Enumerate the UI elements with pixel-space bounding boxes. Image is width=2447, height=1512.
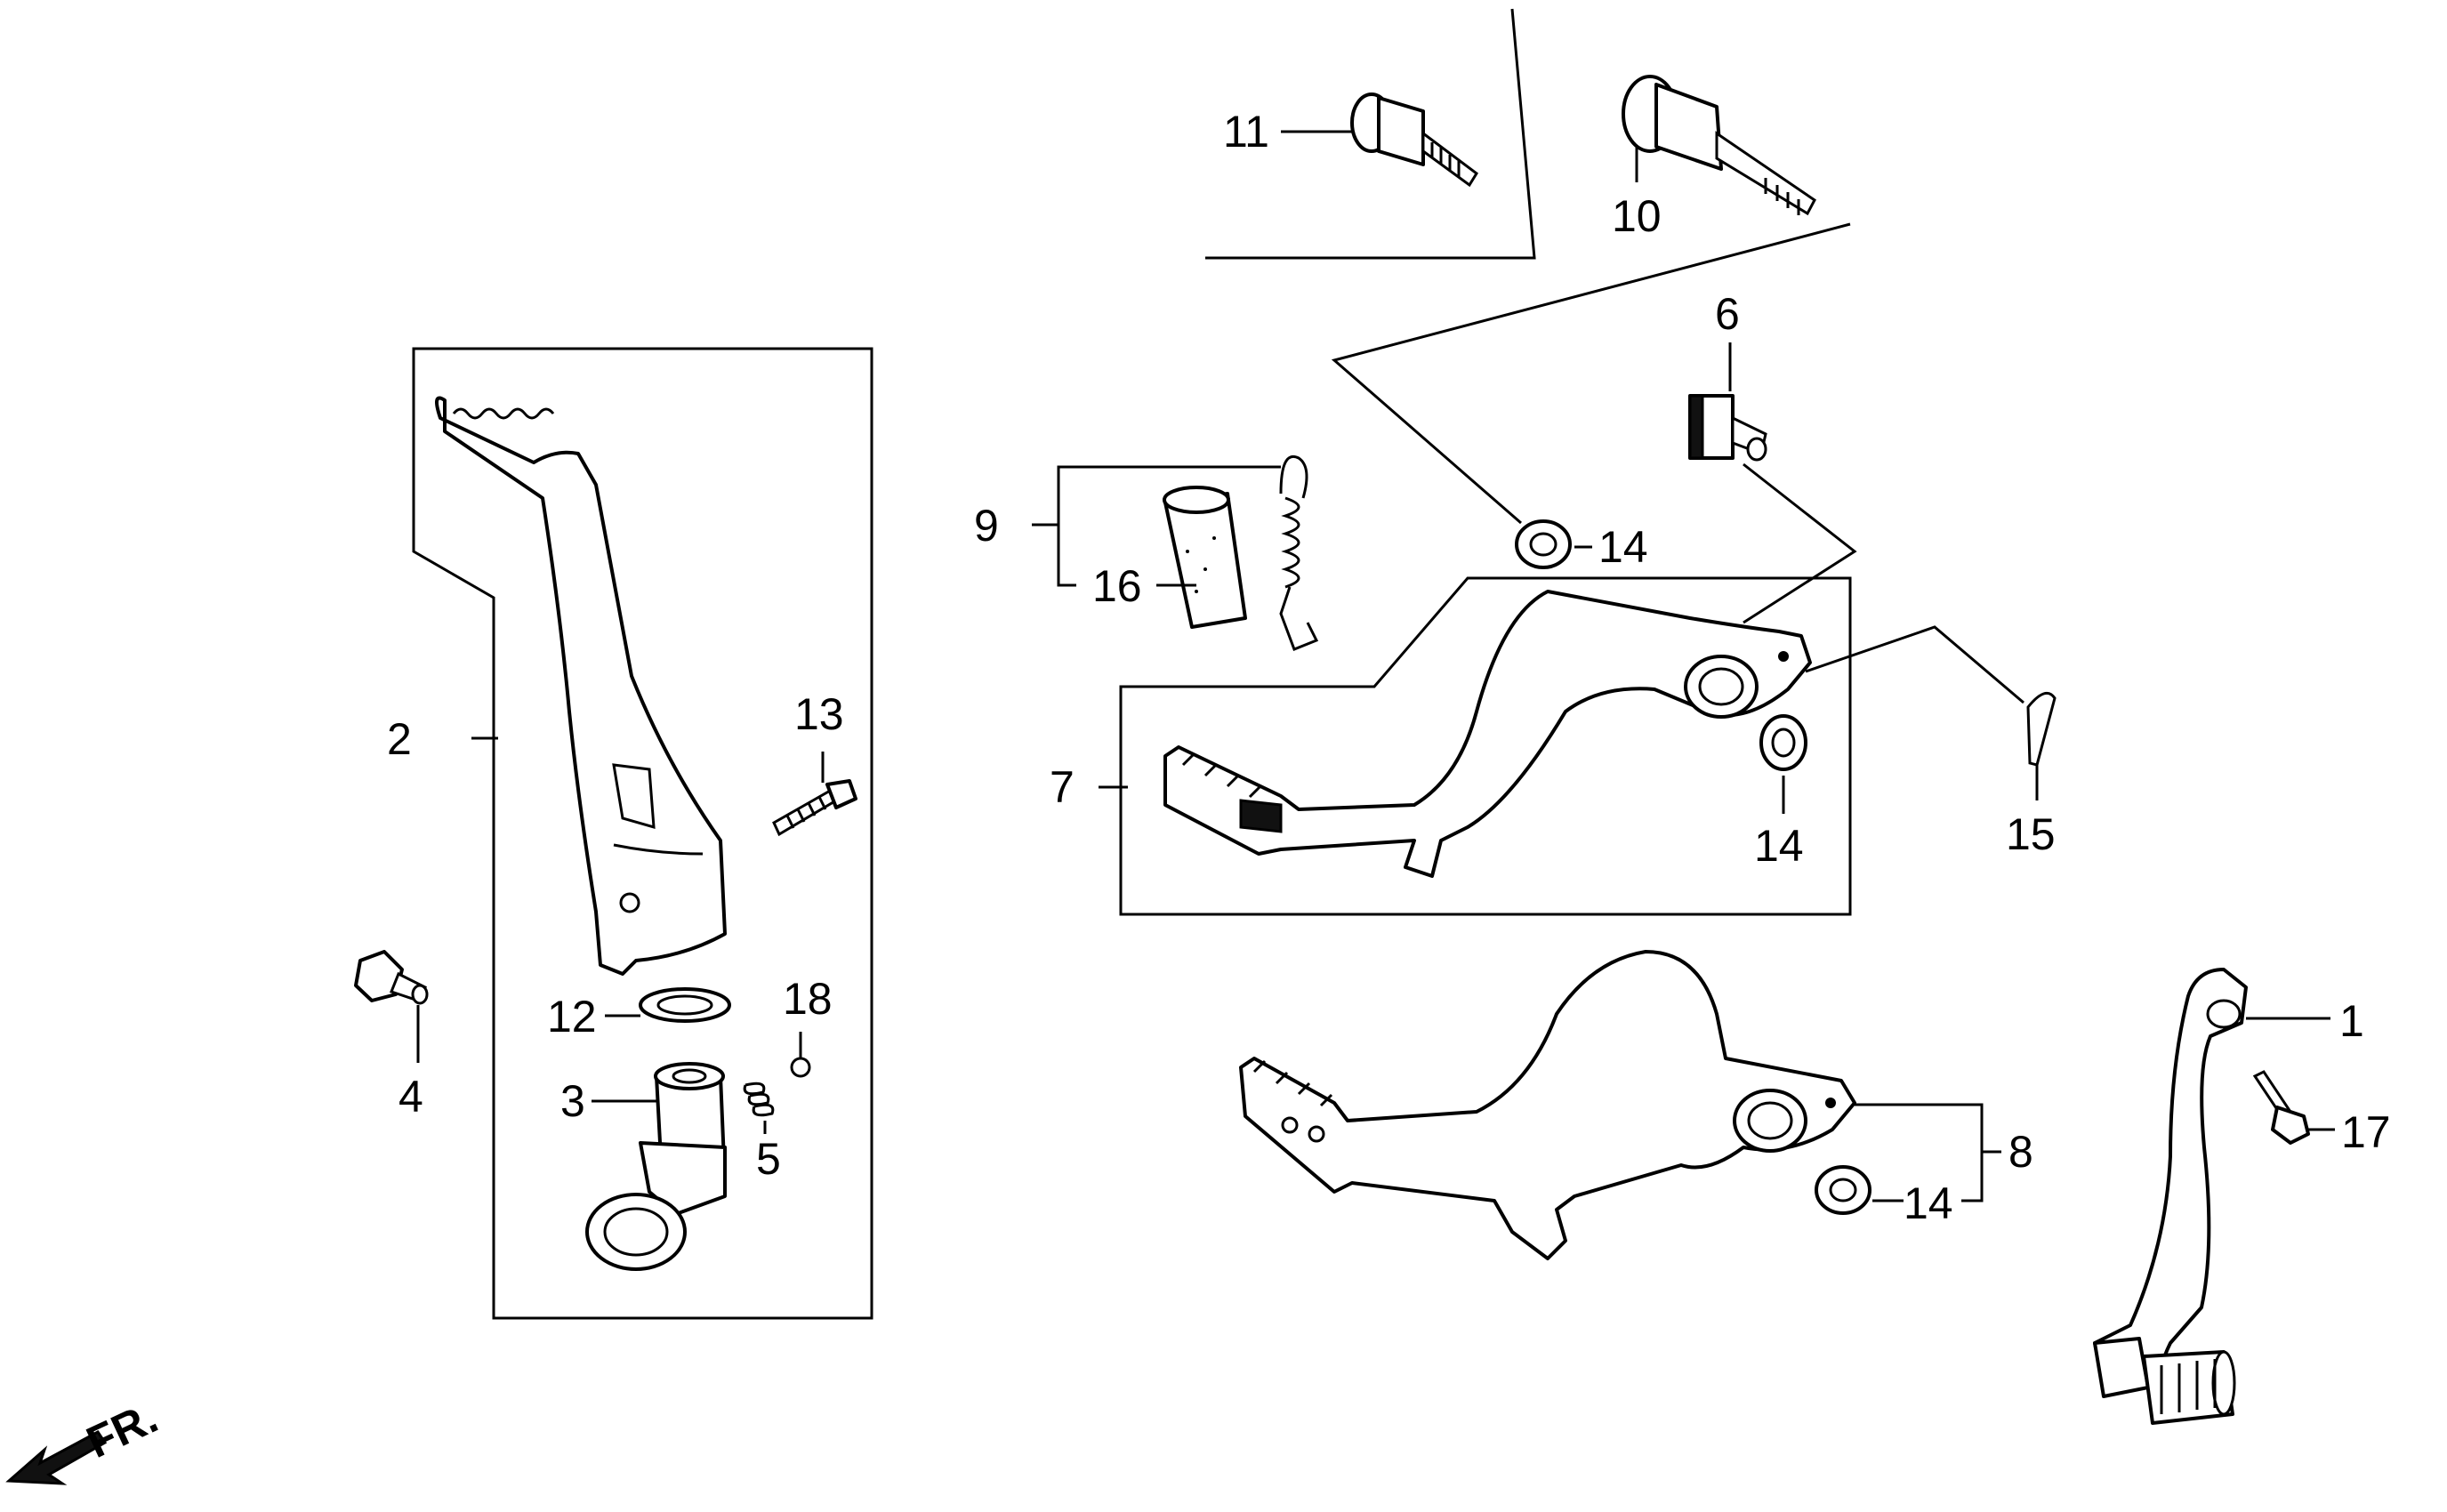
pin-leader-line xyxy=(1743,462,1857,624)
callout-13: 13 xyxy=(794,689,844,739)
kickstarter-group-outline xyxy=(412,347,873,1320)
spring-5 xyxy=(743,1082,775,1117)
brake-pedal-7 xyxy=(1163,590,1812,878)
nut-4 xyxy=(354,950,429,1005)
callout-2: 2 xyxy=(387,714,412,764)
front-direction-label: FR. xyxy=(79,1392,165,1468)
callout-14-middle: 14 xyxy=(1754,821,1804,871)
callout-9: 9 xyxy=(974,501,999,551)
brake-pedal-8 xyxy=(1239,950,1856,1260)
bolt-13 xyxy=(772,779,857,837)
callout-4: 4 xyxy=(398,1072,423,1122)
spring-sleeve-16 xyxy=(1163,486,1247,629)
callout-15: 15 xyxy=(2006,809,2056,859)
return-spring-9 xyxy=(1279,454,1319,651)
callout-3: 3 xyxy=(560,1076,585,1126)
callout-5: 5 xyxy=(756,1134,781,1184)
washer-14-middle xyxy=(1759,714,1807,771)
washer-14-top xyxy=(1515,519,1572,569)
callout-11: 11 xyxy=(1223,107,1269,157)
callout-17: 17 xyxy=(2341,1107,2391,1157)
pivot-pin-6 xyxy=(1688,394,1767,462)
callout-leaders xyxy=(416,130,2335,1202)
callout-14-bottom: 14 xyxy=(1904,1178,1953,1228)
washer-14-bottom xyxy=(1815,1165,1871,1215)
callout-6: 6 xyxy=(1715,289,1740,339)
callout-8: 8 xyxy=(2008,1127,2033,1177)
front-direction-arrow-icon xyxy=(5,1430,108,1485)
cotter-leader-line xyxy=(1805,625,2024,704)
callout-10: 10 xyxy=(1612,191,1662,241)
callout-12: 12 xyxy=(547,992,597,1042)
shift-lever-1 xyxy=(2093,968,2248,1425)
callout-18: 18 xyxy=(783,974,833,1024)
callout-14-top: 14 xyxy=(1598,522,1648,572)
kick-boss-3 xyxy=(585,1062,727,1271)
pivot-bolt-10 xyxy=(1622,75,1816,216)
shoulder-bolt-11 xyxy=(1350,92,1478,188)
washer-12 xyxy=(639,987,731,1023)
pin-group-outline xyxy=(1205,8,1536,260)
ball-18 xyxy=(790,1057,811,1078)
pivot-leader-line xyxy=(1331,222,1851,525)
brake-pedal-group-outline xyxy=(1119,576,1852,916)
cotter-pin-15 xyxy=(2026,691,2057,767)
callout-7: 7 xyxy=(1050,762,1075,812)
callout-16: 16 xyxy=(1092,561,1142,611)
bolt-17 xyxy=(2252,1070,2310,1145)
kickstarter-arm-2 xyxy=(435,396,727,976)
callout-1: 1 xyxy=(2339,996,2364,1046)
